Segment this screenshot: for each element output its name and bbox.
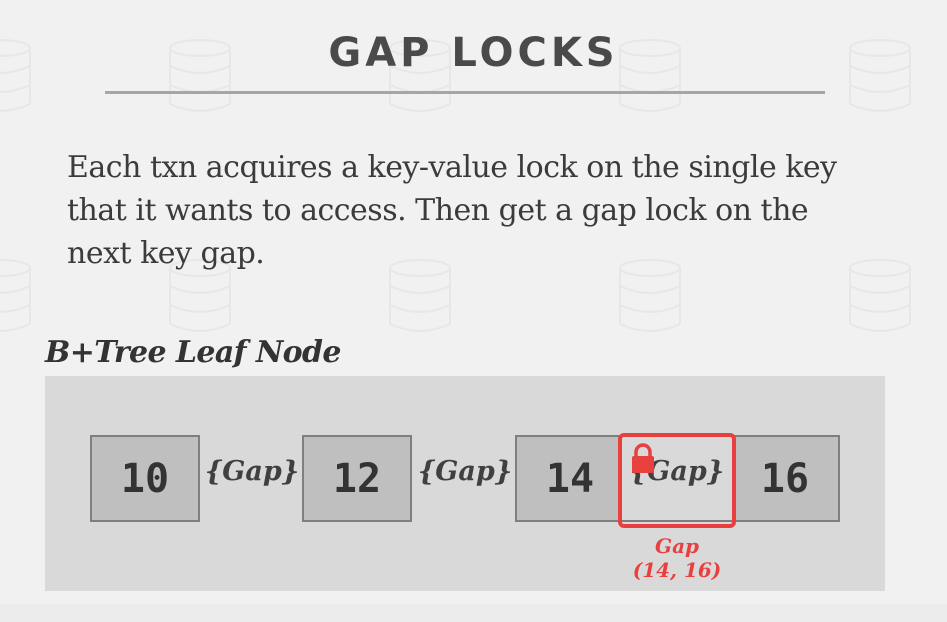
section-label: B+Tree Leaf Node — [45, 335, 342, 370]
gap-range-caption: Gap (14, 16) — [615, 534, 739, 582]
title-underline — [105, 91, 825, 94]
body-text: Each txn acquires a key-value lock on th… — [67, 150, 837, 271]
slide-footer-bar — [0, 604, 947, 622]
locked-gap-cell — [622, 435, 732, 522]
gap-lock-highlight — [618, 433, 736, 528]
gap-label: {Gap} — [417, 456, 513, 487]
lock-icon — [632, 443, 654, 473]
key-cell-12: 12 — [302, 435, 412, 522]
key-cell-14: 14 — [515, 435, 625, 522]
key-cell-16: 16 — [730, 435, 840, 522]
gap-caption-line1: Gap — [654, 534, 700, 558]
key-cell-10: 10 — [90, 435, 200, 522]
gap-caption-line2: (14, 16) — [632, 558, 722, 582]
gap-label: {Gap} — [204, 456, 300, 487]
slide-title: GAP LOCKS — [328, 30, 619, 76]
